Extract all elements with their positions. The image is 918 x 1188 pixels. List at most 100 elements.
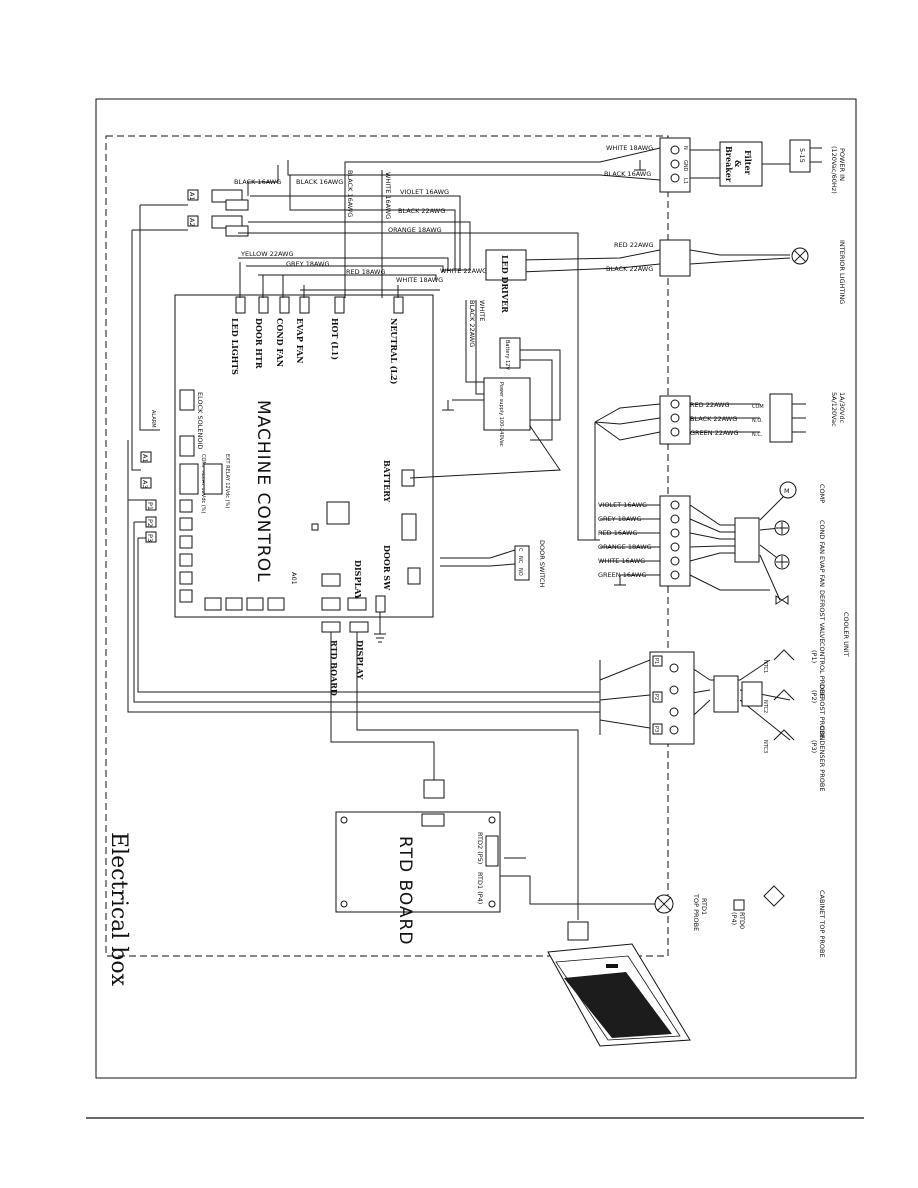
svg-text:A1: A1 <box>141 454 149 463</box>
svg-text:5A/120Vac: 5A/120Vac <box>830 392 838 427</box>
svg-text:L1: L1 <box>682 178 688 184</box>
svg-text:&: & <box>733 160 743 168</box>
svg-text:BLACK 22AWG: BLACK 22AWG <box>606 265 653 273</box>
svg-text:NC: NC <box>517 556 523 564</box>
svg-text:RED 16AWG: RED 16AWG <box>598 529 638 537</box>
svg-text:C: C <box>517 548 523 552</box>
rtd1-top-probe: RTD1 TOP PROBE <box>654 893 708 931</box>
wires <box>127 147 791 920</box>
svg-text:DEFROST VALVE: DEFROST VALVE <box>818 590 826 643</box>
svg-text:BLACK 16AWG: BLACK 16AWG <box>234 178 281 186</box>
svg-text:WHITE 22AWG: WHITE 22AWG <box>440 267 487 275</box>
cabinet-top-probe: CABINET TOP PROBE RTD0 (P4) <box>730 885 826 958</box>
battery-box: Battery 12V <box>499 337 521 370</box>
alarm-label: ALARM <box>150 410 156 428</box>
comp-relay-label: COMP RELAY 12Vdc (%) <box>200 454 206 514</box>
wire-labels: WHITE 18AWG BLACK 16AWG BLACK 16AWG BLAC… <box>234 144 739 579</box>
door-sw-connector <box>401 513 417 541</box>
svg-text:GREEN 22AWG: GREEN 22AWG <box>690 429 739 437</box>
ext-relay <box>203 463 223 495</box>
relay-r3 <box>279 296 290 314</box>
svg-text:WHITE 16AWG: WHITE 16AWG <box>598 557 645 565</box>
cooler-unit: M COMP COND FAN EVAP FAN DEFROST VALVE C… <box>734 481 850 657</box>
svg-text:NTC2: NTC2 <box>762 700 768 713</box>
svg-text:(P3): (P3) <box>810 740 818 753</box>
svg-text:EVAP FAN: EVAP FAN <box>818 556 826 587</box>
svg-text:WHITE 18AWG: WHITE 18AWG <box>606 144 653 152</box>
interior-lamp: INTERIOR LIGHTING <box>791 240 846 304</box>
display-screen <box>564 972 672 1038</box>
power-plug: 5-15 POWER IN (120Vac/60Hz) <box>789 139 846 194</box>
output-display: DISPLAY <box>353 560 363 600</box>
svg-text:NO: NO <box>517 568 523 576</box>
a1-label: A1 <box>188 192 196 201</box>
svg-text:WHITE 18AWG: WHITE 18AWG <box>396 276 443 284</box>
svg-text:N.O.: N.O. <box>752 418 763 424</box>
svg-text:RED 22AWG: RED 22AWG <box>690 401 730 409</box>
svg-text:ORANGE 18AWG: ORANGE 18AWG <box>598 543 652 551</box>
svg-text:P2: P2 <box>653 694 659 700</box>
lighting-terminal <box>659 239 691 277</box>
p3-label: P3 <box>146 534 154 542</box>
svg-text:RED 18AWG: RED 18AWG <box>346 268 386 276</box>
relay-r2 <box>299 296 310 314</box>
defrost-valve-icon <box>775 595 789 605</box>
a2-label: A2 <box>188 218 196 227</box>
svg-text:CONTROL PROBE: CONTROL PROBE <box>818 642 826 698</box>
svg-text:M: M <box>784 487 790 495</box>
svg-text:NTC3: NTC3 <box>762 740 768 753</box>
svg-text:Power supply 100-240Vac: Power supply 100-240Vac <box>498 382 504 447</box>
svg-text:Breaker: Breaker <box>724 146 734 183</box>
aux-connector <box>326 501 350 525</box>
electrical-box-label: Electrical box <box>106 832 131 987</box>
svg-text:P1: P1 <box>653 658 659 664</box>
output-led-lights: LED LIGHTS <box>230 318 240 375</box>
svg-text:COMP: COMP <box>818 484 826 503</box>
p1-label: P1 <box>146 502 154 510</box>
svg-text:RED 22AWG: RED 22AWG <box>614 241 654 249</box>
output-door-htr: DOOR HTR <box>254 318 264 369</box>
svg-text:CABINET TOP PROBE: CABINET TOP PROBE <box>818 890 826 958</box>
svg-text:COND FAN: COND FAN <box>818 520 826 554</box>
svg-text:GREY 18AWG: GREY 18AWG <box>286 260 330 268</box>
output-cond-fan: COND FAN <box>275 318 285 367</box>
output-hot: HOT (L1) <box>330 318 340 360</box>
svg-text:A3: A3 <box>141 480 149 489</box>
display-cable-label: DISPLAY <box>355 640 365 680</box>
output-battery: BATTERY <box>382 460 392 503</box>
alarm-connector <box>179 435 195 457</box>
breaker-filter: Breaker & Filter <box>690 141 790 187</box>
led-driver: LED DRIVER <box>485 249 527 313</box>
p2-label: P2 <box>146 519 154 527</box>
elock-connector <box>179 389 195 411</box>
svg-text:GND: GND <box>682 160 688 172</box>
machine-control-board: MACHINE CONTROL A01 LED LIGHTS DOOR HTR … <box>174 294 434 618</box>
comp-motor-icon <box>779 481 797 499</box>
rtd-board: RTD BOARD RTD2 (P5) RTD1 (P4) <box>335 779 501 945</box>
door-switch: C NC NO DOOR SWITCH <box>514 540 546 587</box>
svg-text:Filter: Filter <box>743 150 753 176</box>
svg-text:VIOLET 16AWG: VIOLET 16AWG <box>400 188 449 196</box>
relay-r5 <box>235 296 246 314</box>
machine-control-label: MACHINE CONTROL <box>253 400 273 583</box>
svg-text:Battery 12V: Battery 12V <box>504 340 510 370</box>
diagram-border <box>95 98 857 1079</box>
svg-text:RTD1 (P4): RTD1 (P4) <box>476 872 484 904</box>
svg-text:ORANGE 18AWG: ORANGE 18AWG <box>388 226 442 234</box>
svg-text:TOP PROBE: TOP PROBE <box>692 893 700 931</box>
rtd-board-label: RTD BOARD <box>395 836 415 945</box>
svg-text:COOLER UNIT: COOLER UNIT <box>842 612 850 657</box>
left-connectors: A1 A2 A1 A3 P1 P2 P3 ALARM <box>140 189 249 543</box>
svg-text:BLACK 22AWG: BLACK 22AWG <box>398 207 445 215</box>
svg-text:5-15: 5-15 <box>798 148 806 163</box>
output-evap-fan: EVAP FAN <box>295 318 305 363</box>
probes: NTC1 NTC2 NTC3 CONTROL PROBE (P1) DEFROS… <box>713 642 826 791</box>
svg-text:DEFROST PROBE: DEFROST PROBE <box>818 684 826 739</box>
relay-hot <box>334 296 345 314</box>
svg-text:RTD2 (P5): RTD2 (P5) <box>476 832 484 864</box>
svg-text:N: N <box>682 146 688 150</box>
a01-label: A01 <box>290 572 298 585</box>
svg-text:P3: P3 <box>653 726 659 732</box>
svg-text:(P1): (P1) <box>810 650 818 663</box>
display-panel[interactable] <box>547 921 691 1047</box>
